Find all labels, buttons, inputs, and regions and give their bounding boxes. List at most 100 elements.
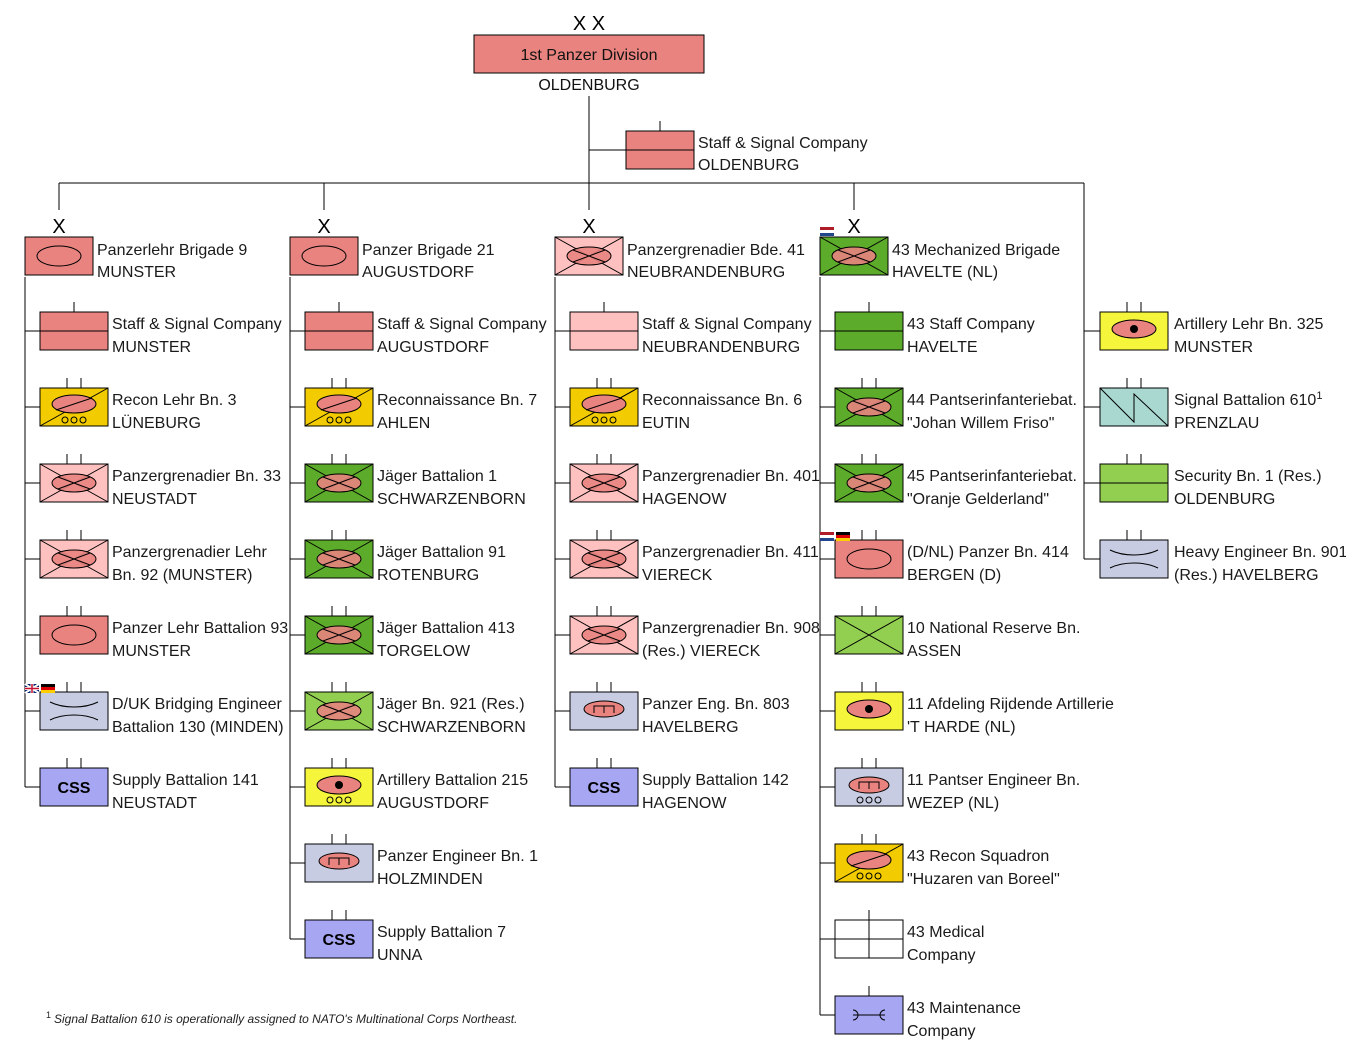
brigade-3-unit-2-symbol [569,378,639,427]
infantry-cross [852,400,886,414]
wheel-icon [856,796,864,804]
brigade-1-unit-5-symbol [39,606,109,655]
brigade-4-unit-8-name: 43 Recon Squadron [907,848,1049,865]
brigade-3-unit-3-location: HAGENOW [642,491,727,508]
brigade-3-unit-3-symbol [569,454,639,503]
brigade-4-unit-9-name: 43 Medical [907,924,984,941]
brigade-2-location: AUGUSTDORF [362,264,474,281]
brigade-1-unit-3-symbol [39,454,109,503]
brigade-3-echelon-marker: X [582,216,595,238]
brigade-4-unit-7-location: WEZEP (NL) [907,795,999,812]
brigade-3-unit-5-location: (Res.) VIERECK [642,643,761,660]
division-troops-unit-1-symbol [1099,302,1169,351]
brigade-4-location: HAVELTE (NL) [892,264,998,281]
brigade-4-unit-6-location: 'T HARDE (NL) [907,719,1016,736]
brigade-1-unit-1-location: MUNSTER [112,339,191,356]
brigade-2-unit-6-symbol [304,682,374,731]
brigade-3-unit-6-name: Panzer Eng. Bn. 803 [642,696,790,713]
unit-frame [304,919,374,959]
brigade-2-unit-3-name: Jäger Battalion 1 [377,468,497,485]
brigade-4-unit-10-symbol [834,986,904,1035]
brigade-2-unit-8-name: Panzer Engineer Bn. 1 [377,848,538,865]
division-box [473,34,705,74]
brigade-4-unit-8-location: "Huzaren van Boreel" [907,871,1060,888]
division-troops-unit-4-symbol [1099,530,1169,579]
brigade-1-unit-4-name: Panzergrenadier Lehr [112,544,267,561]
brigade-3-unit-6-location: HAVELBERG [642,719,739,736]
division-hq-name: Staff & Signal Company [698,135,868,152]
brigade-4-unit-3-name: 45 Pantserinfanteriebat. [907,468,1077,485]
brigade-1-unit-4-symbol [39,530,109,579]
brigade-3-unit-4-location: VIERECK [642,567,713,584]
brigade-4-unit-5-symbol [834,606,904,655]
wheel-icon [326,796,334,804]
division-name: 1st Panzer Division [521,47,658,64]
brigade-1-unit-1-symbol [39,302,109,351]
infantry-cross [322,476,356,490]
brigade-2-unit-3-symbol [304,454,374,503]
brigade-2-unit-9-symbol: CSS [304,910,374,959]
brigade-3-unit-1-location: NEUBRANDENBURG [642,339,800,356]
brigade-3-unit-2-name: Reconnaissance Bn. 6 [642,392,802,409]
division-troops-unit-1-location: MUNSTER [1174,339,1253,356]
brigade-4-unit-3-location: "Oranje Gelderland" [907,491,1049,508]
division-troops-unit-3-name: Security Bn. 1 (Res.) [1174,468,1322,485]
brigade-3-unit-7-symbol: CSS [569,758,639,807]
brigade-2-unit-2-symbol [304,378,374,427]
wheel-icon [600,416,608,424]
de-flag-icon [41,684,55,693]
infantry-cross [587,552,621,566]
division-troops-unit-2-symbol [1099,378,1169,427]
infantry-cross [322,704,356,718]
bridge-icon [49,701,99,708]
brigade-4-unit-7-name: 11 Pantser Engineer Bn. [907,772,1080,789]
infantry-cross [57,552,91,566]
brigade-3-unit-4-name: Panzergrenadier Bn. 411 [642,544,819,561]
wheel-icon [609,416,617,424]
wheel-icon [344,796,352,804]
flag-stripe [820,233,834,236]
infantry-cross [852,476,886,490]
brigade-2-unit-7-location: AUGUSTDORF [377,795,489,812]
flag-stripe [836,538,850,541]
brigade-3-unit-2-location: EUTIN [642,415,690,432]
unit-name-text: Signal Battalion 610 [1174,392,1316,409]
brigade-2-echelon-marker: X [317,216,330,238]
brigade-3-unit-5-symbol [569,606,639,655]
brigade-2-unit-7-symbol [304,758,374,807]
brigade-3-unit-1-symbol [569,302,639,351]
division-troops-unit-4-name: Heavy Engineer Bn. 901 [1174,544,1346,561]
infantry-cross [837,249,871,263]
infantry-cross [834,615,904,655]
flag-stripe [820,535,834,538]
wheel-icon [874,872,882,880]
brigade-4-unit-2-name: 44 Pantserinfanteriebat. [907,392,1077,409]
brigade-4-unit-1-symbol [834,302,904,351]
brigade-3-unit-6-symbol [569,682,639,731]
brigade-1-unit-3-name: Panzergrenadier Bn. 33 [112,468,281,485]
wheel-icon [865,796,873,804]
flag-stripe [820,538,834,541]
division-location: OLDENBURG [538,77,639,94]
brigade-2-unit-6-name: Jäger Bn. 921 (Res.) [377,696,525,713]
unit-frame [1099,539,1169,579]
maintenance-icon [852,1009,886,1021]
brigade-2-name: Panzer Brigade 21 [362,242,495,259]
css-label: CSS [58,780,91,797]
bridge-icon [1109,549,1159,556]
brigade-1-unit-4-location: Bn. 92 (MUNSTER) [112,567,252,584]
footnote-text: Signal Battalion 610 is operationally as… [54,1012,517,1026]
brigade-4-unit-9-symbol [834,910,904,959]
flag-stripe [41,684,55,687]
wheel-icon [326,416,334,424]
footnote-mark: 1 [1316,390,1322,402]
css-label: CSS [588,780,621,797]
recon-slash [320,397,358,411]
wheel-icon [344,416,352,424]
armor-oval-icon [301,245,347,267]
brigade-1-unit-2-location: LÜNEBURG [112,414,201,432]
brigade-3-unit-1-name: Staff & Signal Company [642,316,812,333]
bridge-icon [49,714,99,721]
brigade-4-unit-5-location: ASSEN [907,643,961,660]
